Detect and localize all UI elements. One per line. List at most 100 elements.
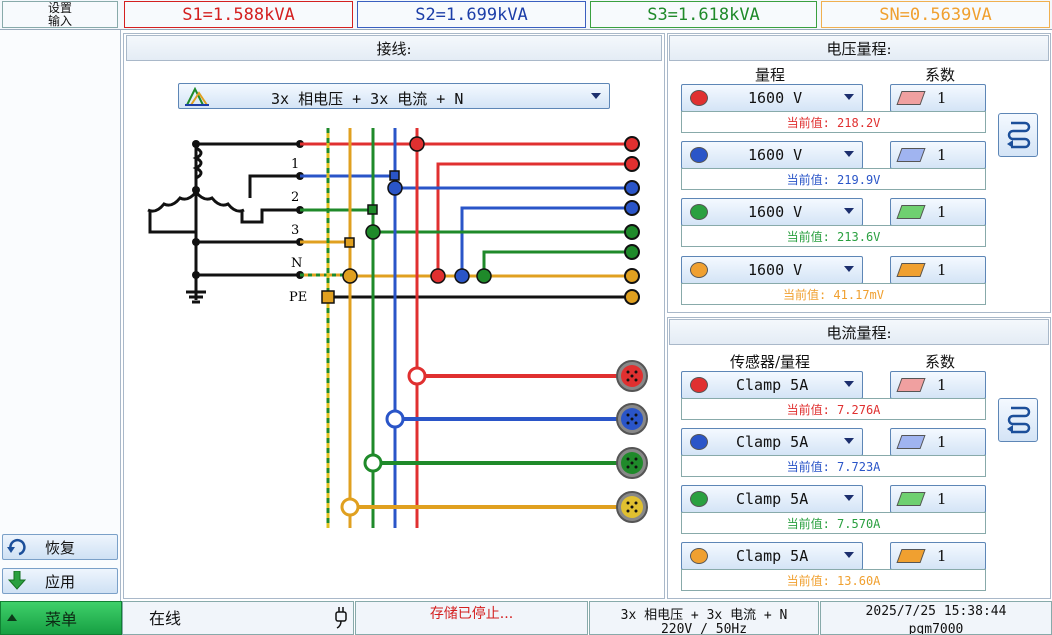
chevron-down-icon [844, 266, 854, 272]
wiring-diagram: 1 2 3 N PE [147, 128, 648, 528]
junction-dots [321, 136, 492, 304]
restore-button[interactable]: 恢复 [2, 534, 118, 560]
status-online: 在线 [122, 601, 354, 635]
voltage-factor-button-4[interactable]: 1 [890, 256, 986, 284]
voltage-col-factor: 系数 [895, 64, 985, 84]
voltage-current-text-3: 当前值: 213.6V [786, 229, 881, 244]
voltage-col-factor-text: 系数 [924, 65, 955, 84]
voltage-factor-value-2: 1 [937, 146, 947, 164]
restore-icon [7, 539, 26, 556]
factor-probe-icon [896, 205, 926, 219]
menu-button[interactable]: 菜单 [0, 601, 122, 635]
source-schematic [147, 144, 300, 304]
apply-button[interactable]: 应用 [2, 568, 118, 594]
terminal-label-3: 3 [291, 223, 299, 238]
voltage-range-select-4[interactable]: 1600 V [681, 256, 863, 284]
current-range-value-3: Clamp 5A [736, 490, 809, 508]
input-label: 输入 [47, 13, 72, 28]
voltage-factor-button-2[interactable]: 1 [890, 141, 986, 169]
chevron-down-icon [844, 438, 854, 444]
current-factor-button-3[interactable]: 1 [890, 485, 986, 513]
current-factor-button-1[interactable]: 1 [890, 371, 986, 399]
chevron-down-icon [844, 94, 854, 100]
current-col-range-text: 传感器/量程 [729, 352, 811, 371]
factor-probe-icon [896, 91, 926, 105]
status-storage: 存储已停止... [355, 601, 588, 635]
restore-label: 恢复 [44, 538, 75, 557]
tab-sn[interactable]: SN=0.5639VA [821, 1, 1050, 28]
status-device-text: pqm7000 [908, 622, 964, 635]
current-factor-value-4: 1 [937, 547, 947, 565]
current-col-factor-text: 系数 [924, 352, 955, 371]
current-current-text-1: 当前值: 7.276A [786, 402, 881, 417]
voltage-apply-all-button[interactable] [998, 113, 1038, 157]
chevron-down-icon [844, 495, 854, 501]
status-storage-text: 存储已停止... [429, 606, 514, 622]
wiring-title: 接线: [126, 35, 662, 61]
wiring-title-text: 接线: [376, 39, 412, 58]
voltage-current-value-1: 当前值: 218.2V [681, 111, 986, 133]
terminal-label-1: 1 [291, 157, 299, 172]
tab-s1-label: S1=1.588kVA [182, 4, 295, 25]
clamp-icon [690, 548, 708, 564]
current-factor-value-2: 1 [937, 433, 947, 451]
voltage-range-select-1[interactable]: 1600 V [681, 84, 863, 112]
wiring-mode-dropdown[interactable]: 3x 相电压 + 3x 电流 + N [178, 83, 610, 109]
current-current-value-2: 当前值: 7.723A [681, 455, 986, 477]
chevron-down-icon [591, 93, 601, 99]
voltage-row-4: 1600 V 1 当前值: 41.17mV [679, 256, 986, 305]
tab-s1[interactable]: S1=1.588kVA [124, 1, 353, 28]
voltage-current-text-2: 当前值: 219.9V [786, 172, 881, 187]
voltage-probe-icon [690, 204, 708, 220]
terminal-label-2: 2 [291, 190, 299, 205]
voltage-probe-icon [690, 147, 708, 163]
current-current-text-4: 当前值: 13.60A [786, 573, 881, 588]
current-apply-all-button[interactable] [998, 398, 1038, 442]
wiring-mode-icon [185, 87, 209, 106]
wiring-mode-value: 3x 相电压 + 3x 电流 + N [271, 90, 464, 108]
voltage-current-value-2: 当前值: 219.9V [681, 168, 986, 190]
voltage-range-value-1: 1600 V [748, 89, 803, 107]
voltage-range-select-2[interactable]: 1600 V [681, 141, 863, 169]
factor-probe-icon [896, 492, 926, 506]
status-online-text: 在线 [149, 609, 182, 628]
voltage-range-value-3: 1600 V [748, 203, 803, 221]
tab-s2[interactable]: S2=1.699kVA [357, 1, 586, 28]
voltage-range-value-4: 1600 V [748, 261, 803, 279]
tab-s3[interactable]: S3=1.618kVA [590, 1, 817, 28]
apply-label: 应用 [44, 572, 75, 591]
clamp-icon [690, 434, 708, 450]
current-range-select-1[interactable]: Clamp 5A [681, 371, 863, 399]
current-factor-button-4[interactable]: 1 [890, 542, 986, 570]
settings-label: 设置 [47, 1, 72, 15]
current-col-range: 传感器/量程 [700, 351, 840, 371]
current-range-title-text: 电流量程: [826, 323, 892, 342]
voltage-factor-button-1[interactable]: 1 [890, 84, 986, 112]
voltage-col-range-text: 量程 [754, 65, 785, 84]
current-range-select-2[interactable]: Clamp 5A [681, 428, 863, 456]
current-range-select-4[interactable]: Clamp 5A [681, 542, 863, 570]
chevron-down-icon [844, 151, 854, 157]
terminal-label-n: N [291, 256, 302, 271]
terminal-label-pe: PE [289, 290, 307, 305]
status-mode-line1: 3x 相电压 + 3x 电流 + N [620, 608, 788, 623]
settings-input-button[interactable]: 设置 输入 [2, 1, 118, 28]
apply-down-arrow-icon [8, 571, 26, 590]
voltage-factor-button-3[interactable]: 1 [890, 198, 986, 226]
voltage-current-value-3: 当前值: 213.6V [681, 225, 986, 247]
current-current-value-4: 当前值: 13.60A [681, 569, 986, 591]
current-range-select-3[interactable]: Clamp 5A [681, 485, 863, 513]
voltage-current-text-1: 当前值: 218.2V [786, 115, 881, 130]
factor-probe-icon [896, 435, 926, 449]
voltage-current-value-4: 当前值: 41.17mV [681, 283, 986, 305]
voltage-factor-value-4: 1 [937, 261, 947, 279]
current-current-value-1: 当前值: 7.276A [681, 398, 986, 420]
current-factor-button-2[interactable]: 1 [890, 428, 986, 456]
voltage-probe-icon [690, 90, 708, 106]
voltage-range-select-3[interactable]: 1600 V [681, 198, 863, 226]
current-range-value-2: Clamp 5A [736, 433, 809, 451]
tab-s2-label: S2=1.699kVA [415, 4, 528, 25]
current-row-4: Clamp 5A 1 当前值: 13.60A [679, 542, 986, 591]
plug-icon [335, 607, 347, 629]
voltage-factor-value-3: 1 [937, 203, 947, 221]
